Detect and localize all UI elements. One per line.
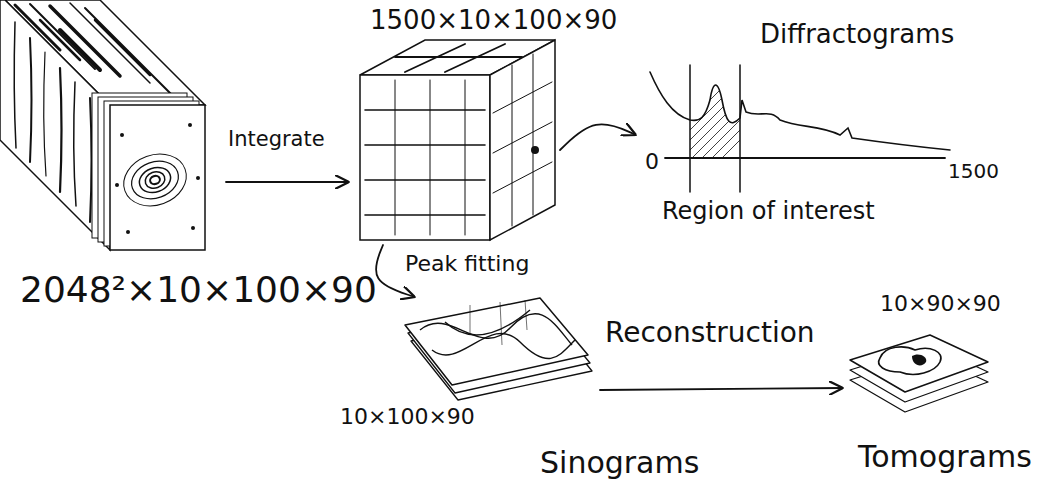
process-step-label: Peak fitting [405, 252, 529, 276]
grid-line [365, 110, 485, 215]
detector-image-stack: 2048²×10×100×90 [0, 0, 212, 262]
integrated-cube: 1500×10×100×90 [355, 38, 558, 243]
grid-line [395, 44, 522, 72]
x-axis [665, 157, 945, 159]
axis-tick: 1500 [948, 160, 999, 182]
sample-core [912, 354, 926, 365]
plot-title: Diffractograms [760, 20, 954, 49]
stage-name: Sinograms [540, 446, 699, 479]
sheet [405, 298, 588, 385]
roi-boundary [690, 65, 740, 192]
diffraction-curve [650, 72, 950, 150]
spot [126, 230, 130, 234]
sinogram-stack: 10×100×90Sinograms [400, 295, 595, 403]
stage-name: Tomograms [858, 440, 1032, 473]
detector-stack [0, 0, 205, 250]
sinusoid [470, 300, 527, 345]
flow-arrow [226, 181, 349, 183]
sinusoids [420, 300, 575, 359]
spot [196, 176, 200, 180]
streak [70, 3, 150, 83]
grid-line [395, 80, 465, 235]
cube-grid [365, 44, 552, 235]
streak [85, 8, 175, 98]
streak [14, 22, 16, 148]
sinogram-stack [405, 298, 592, 400]
sinusoid [432, 333, 575, 358]
data-cube [360, 40, 555, 240]
streak [95, 20, 150, 75]
spot [188, 123, 192, 127]
streak [90, 98, 92, 222]
cube-side [490, 40, 555, 240]
spot [115, 183, 119, 187]
spots [115, 123, 200, 234]
sinusoid [420, 314, 572, 345]
dimension-label: 10×100×90 [340, 405, 475, 429]
process-step-label: Integrate [228, 128, 325, 151]
diffraction-rings [116, 146, 193, 215]
ring [136, 163, 174, 196]
streak [60, 68, 62, 192]
process-step-label: Reconstruction [605, 318, 815, 349]
dimension-label: 1500×10×100×90 [370, 6, 617, 35]
diffractogram: Diffractograms [640, 60, 955, 195]
tomogram-stack [850, 335, 988, 412]
streak [74, 82, 76, 206]
ring [149, 175, 161, 186]
streak [60, 30, 100, 70]
dimension-label: 2048²×10×100×90 [20, 270, 377, 310]
streak [40, 20, 80, 60]
streak [44, 52, 46, 176]
tomogram-stack: 10×90×90Tomograms [848, 330, 990, 415]
diffractogram-plot [650, 50, 950, 192]
sheet [850, 335, 988, 392]
streak [30, 4, 95, 69]
ring [143, 169, 167, 191]
flow-arrow [560, 124, 636, 150]
axis-tick: 0 [645, 150, 659, 174]
streak [30, 38, 32, 162]
pixel-dot [531, 146, 539, 154]
roi-hatching [680, 50, 780, 180]
sample-outline [879, 347, 941, 374]
grid-line [493, 82, 552, 193]
dimension-label: 10×90×90 [880, 292, 1001, 316]
cube-front [360, 75, 490, 240]
ring [116, 146, 193, 215]
hatch [680, 50, 780, 180]
spot [191, 226, 195, 230]
sinusoid [445, 310, 530, 335]
region-label: Region of interest [662, 198, 875, 224]
detector-frame [110, 105, 205, 250]
flow-arrow [600, 388, 843, 390]
grid-line [512, 54, 533, 226]
spot [120, 133, 124, 137]
